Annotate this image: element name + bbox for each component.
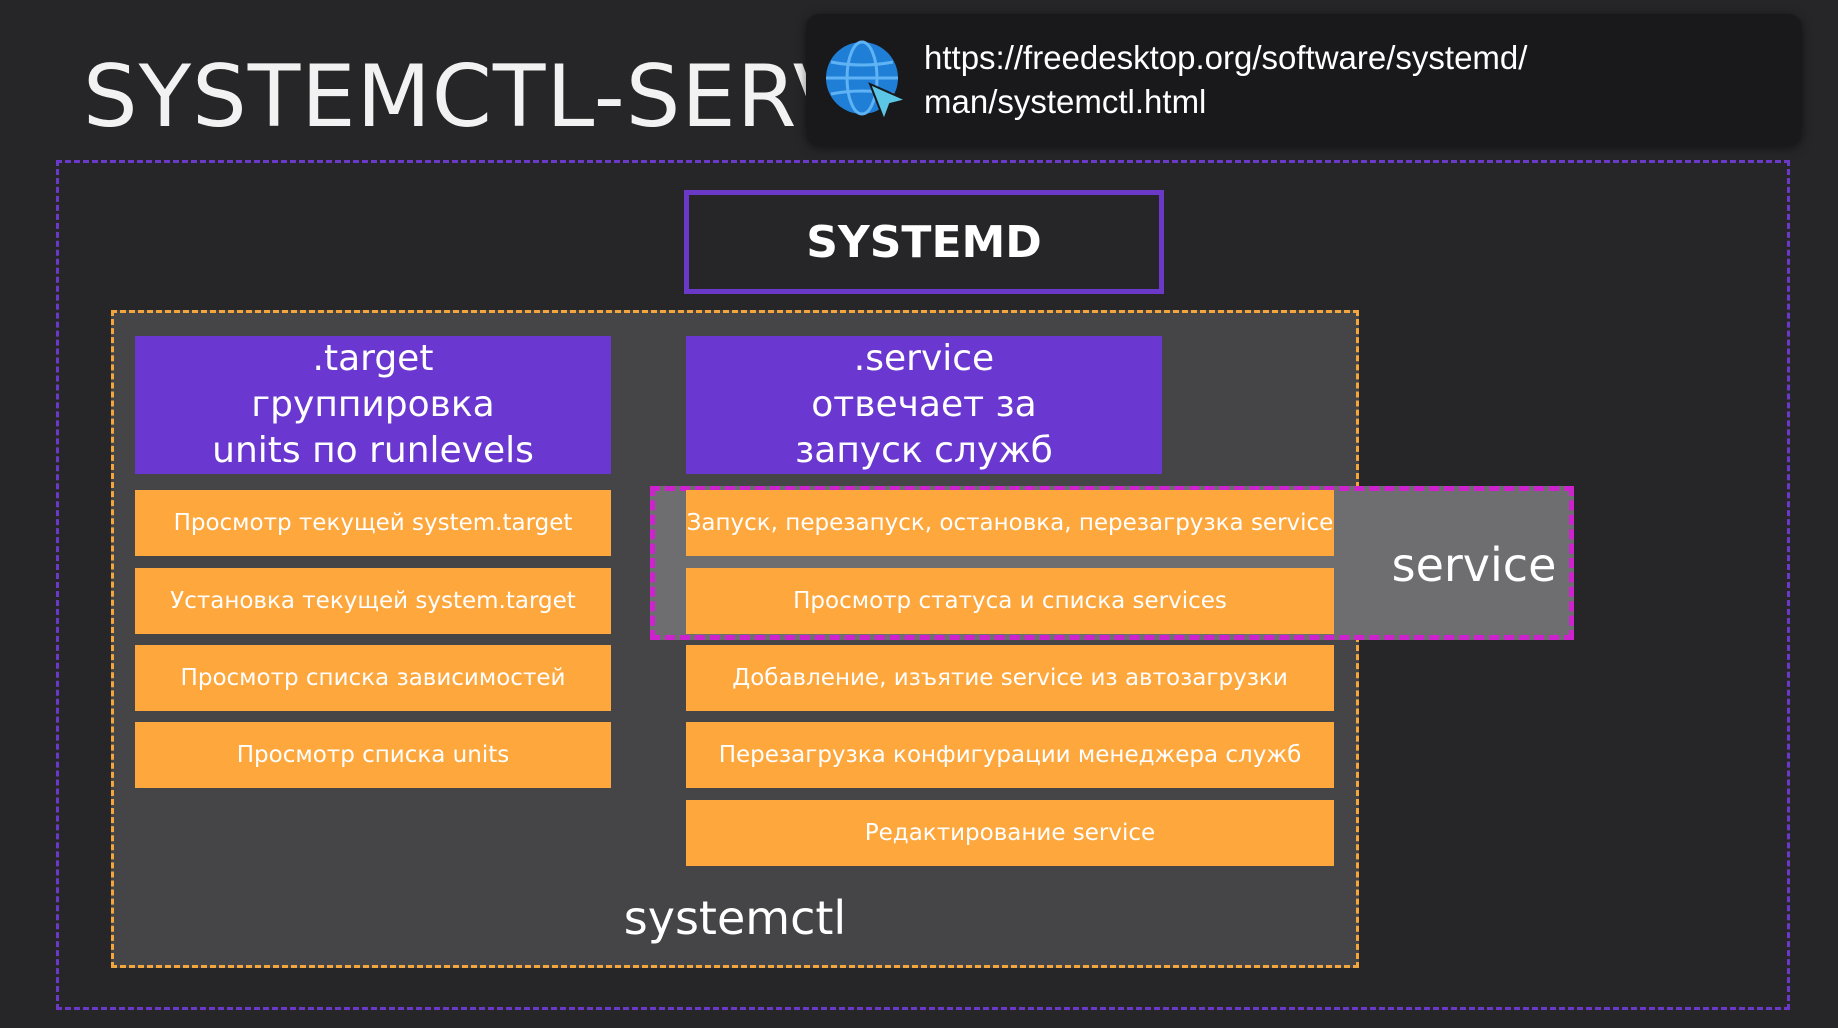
target-header-line-1: .target	[312, 338, 434, 379]
target-header-line-3: units по runlevels	[212, 430, 534, 471]
service-item: Редактирование service	[686, 800, 1334, 866]
systemd-frame	[56, 160, 1790, 1010]
systemd-box: SYSTEMD	[684, 190, 1164, 294]
service-item: Перезагрузка конфигурации менеджера служ…	[686, 722, 1334, 788]
url-line-1: https://freedesktop.org/software/systemd…	[924, 39, 1528, 76]
globe-cursor-icon	[826, 40, 910, 123]
url-line-2: man/systemctl.html	[924, 83, 1207, 120]
service-header-line-3: запуск служб	[795, 430, 1053, 471]
target-item: Просмотр списка зависимостей	[135, 645, 611, 711]
service-header-line-1: .service	[853, 338, 995, 379]
url-link[interactable]: https://freedesktop.org/software/systemd…	[924, 36, 1784, 124]
target-item: Просмотр списка units	[135, 722, 611, 788]
target-item: Установка текущей system.target	[135, 568, 611, 634]
target-header: .target группировка units по runlevels	[135, 336, 611, 474]
link-popup[interactable]: https://freedesktop.org/software/systemd…	[806, 14, 1802, 146]
service-header: .service отвечает за запуск служб	[686, 336, 1162, 474]
service-item: Добавление, изъятие service из автозагру…	[686, 645, 1334, 711]
service-item: Запуск, перезапуск, остановка, перезагру…	[686, 490, 1334, 556]
service-highlight-label: service	[1391, 538, 1557, 592]
slide-title: SYSTEMCTL-SERVIC	[83, 47, 941, 147]
systemctl-label: systemctl	[623, 891, 847, 945]
service-header-line-2: отвечает за	[811, 384, 1037, 425]
service-item: Просмотр статуса и списка services	[686, 568, 1334, 634]
target-item: Просмотр текущей system.target	[135, 490, 611, 556]
target-header-line-2: группировка	[251, 384, 495, 425]
